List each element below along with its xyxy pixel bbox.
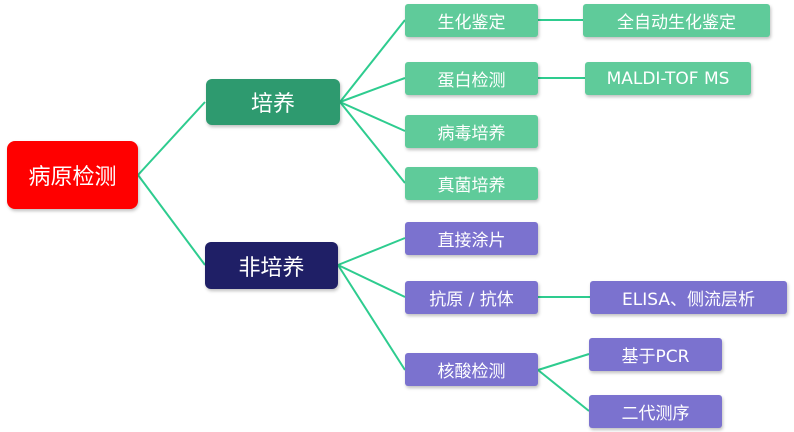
detail-label: ELISA、侧流层析 [622, 290, 755, 310]
detail-label: 全自动生化鉴定 [617, 13, 736, 33]
non-culture-child-label: 核酸检测 [437, 362, 506, 382]
non-culture-node-label: 非培养 [238, 255, 305, 281]
detail-label: 基于PCR [621, 347, 690, 367]
detail-automated-biochemical-id: 全自动生化鉴定 [583, 4, 770, 37]
detail-label: MALDI-TOF MS [606, 68, 730, 89]
culture-node-label: 培养 [250, 92, 295, 117]
culture-child-label: 真菌培养 [437, 176, 506, 196]
culture-child-label: 生化鉴定 [437, 13, 506, 33]
culture-child-label: 蛋白检测 [437, 71, 506, 91]
culture-child-protein-detection: 蛋白检测 [405, 62, 538, 95]
detail-maldi-tof-ms: MALDI-TOF MS [585, 62, 751, 95]
non-culture-child-label: 直接涂片 [437, 231, 506, 251]
non-culture-child-label: 抗原 / 抗体 [429, 290, 514, 310]
root-node-pathogen-detection: 病原检测 [7, 141, 138, 209]
culture-child-fungal-culture: 真菌培养 [405, 167, 538, 200]
root-node-label: 病原检测 [28, 165, 117, 190]
non-culture-child-antigen-antibody: 抗原 / 抗体 [405, 281, 538, 314]
culture-child-biochemical-id: 生化鉴定 [405, 4, 538, 37]
non-culture-node: 非培养 [205, 242, 338, 289]
culture-node: 培养 [206, 79, 340, 125]
detail-ngs: 二代测序 [589, 395, 722, 428]
culture-child-virus-culture: 病毒培养 [405, 115, 538, 148]
non-culture-child-direct-smear: 直接涂片 [405, 222, 538, 255]
detail-pcr-based: 基于PCR [589, 338, 722, 371]
detail-label: 二代测序 [621, 404, 690, 424]
non-culture-child-nucleic-acid: 核酸检测 [405, 353, 538, 386]
culture-child-label: 病毒培养 [437, 124, 506, 144]
detail-elisa-lateral-flow: ELISA、侧流层析 [590, 281, 787, 314]
